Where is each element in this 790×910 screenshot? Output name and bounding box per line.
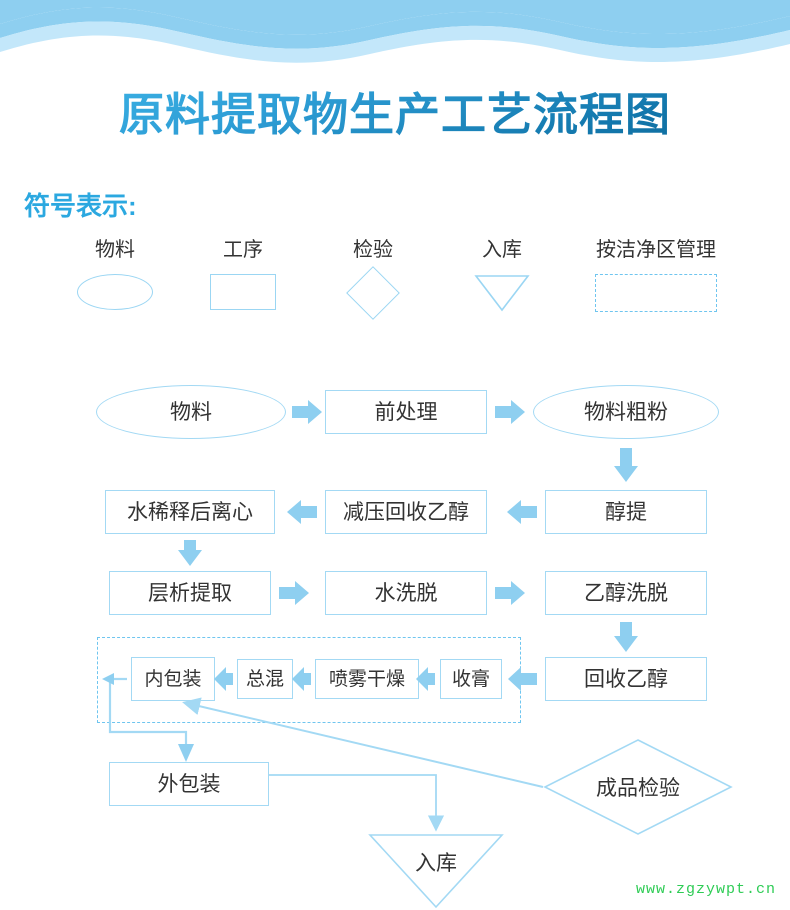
arrow-alcohol-extraction-to-vacuum-recovery xyxy=(507,500,537,524)
legend-item-clean-zone: 按洁净区管理 xyxy=(566,240,746,312)
node-finished-product-inspection-label: 成品检验 xyxy=(596,777,680,800)
node-warehouse-in[interactable]: 入库 xyxy=(368,833,504,909)
node-water-dilute-centrifuge[interactable]: 水稀释后离心 xyxy=(105,490,275,534)
node-chromatography-extraction[interactable]: 层析提取 xyxy=(109,571,271,615)
legend-item-process: 工序 xyxy=(203,240,283,310)
arrow-coarse-powder-to-alcohol-extraction xyxy=(614,448,638,482)
node-material[interactable]: 物料 xyxy=(96,385,286,439)
site-watermark: www.zgzywpt.cn xyxy=(635,881,776,898)
diamond-icon xyxy=(346,266,400,320)
legend-item-material: 物料 xyxy=(75,240,155,310)
node-outer-packaging[interactable]: 外包装 xyxy=(109,762,269,806)
node-alcohol-extraction[interactable]: 醇提 xyxy=(545,490,707,534)
arrow-water-dilute-to-chromatography xyxy=(178,540,202,566)
wave-band-dark xyxy=(0,0,790,35)
node-finished-product-inspection[interactable]: 成品检验 xyxy=(543,738,733,836)
legend-label-clean-zone: 按洁净区管理 xyxy=(596,239,716,261)
wave-banner xyxy=(0,0,790,70)
legend-item-warehouse: 入库 xyxy=(462,240,542,314)
node-coarse-powder[interactable]: 物料粗粉 xyxy=(533,385,719,439)
triangle-down-icon xyxy=(462,274,542,314)
arrow-chromatography-to-water-elution xyxy=(279,581,309,605)
arrow-water-elution-to-ethanol-elution xyxy=(495,581,525,605)
wave-band-light xyxy=(0,21,790,63)
node-vacuum-ethanol-recovery[interactable]: 减压回收乙醇 xyxy=(325,490,487,534)
page-title: 原料提取物生产工艺流程图 xyxy=(0,88,790,142)
node-extract-collection[interactable]: 收膏 xyxy=(440,659,502,699)
node-water-elution[interactable]: 水洗脱 xyxy=(325,571,487,615)
node-ethanol-elution[interactable]: 乙醇洗脱 xyxy=(545,571,707,615)
node-pretreatment[interactable]: 前处理 xyxy=(325,390,487,434)
wave-graphic xyxy=(0,0,790,63)
legend-label-warehouse: 入库 xyxy=(482,239,522,261)
node-spray-drying[interactable]: 喷雾干燥 xyxy=(315,659,419,699)
rectangle-icon xyxy=(210,274,276,310)
legend-heading: 符号表示: xyxy=(24,191,137,221)
dashed-rectangle-icon xyxy=(595,274,717,312)
legend-item-inspection: 检验 xyxy=(333,239,413,320)
node-total-mixing[interactable]: 总混 xyxy=(237,659,293,699)
legend-label-process: 工序 xyxy=(223,239,263,261)
arrow-vacuum-recovery-to-water-dilute xyxy=(287,500,317,524)
node-warehouse-in-label: 入库 xyxy=(415,852,457,875)
node-ethanol-recovery[interactable]: 回收乙醇 xyxy=(545,657,707,701)
legend-row: 物料 工序 检验 入库 按洁净区管理 xyxy=(0,240,790,340)
arrow-pretreatment-to-coarse-powder xyxy=(495,400,525,424)
connector-outer-packaging-to-warehouse xyxy=(269,774,445,832)
arrow-material-to-pretreatment xyxy=(292,400,322,424)
legend-label-inspection: 检验 xyxy=(353,239,393,261)
node-inner-packaging[interactable]: 内包装 xyxy=(131,657,215,701)
arrow-ethanol-elution-to-ethanol-recovery xyxy=(614,622,638,652)
legend-label-material: 物料 xyxy=(95,239,135,261)
wave-band-dark-lower xyxy=(0,7,790,49)
ellipse-icon xyxy=(77,274,153,310)
